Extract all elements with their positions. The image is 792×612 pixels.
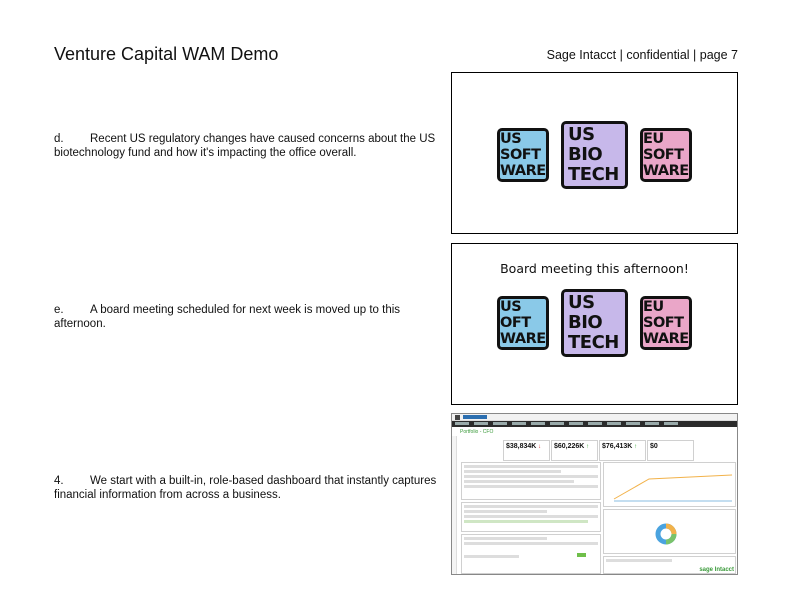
tile-line: TECH: [568, 332, 619, 353]
tile-line: US: [568, 124, 595, 145]
page-header-info: Sage Intacct | confidential | page 7: [546, 48, 738, 62]
tile-line: SOFT: [643, 147, 684, 163]
dash-sidebar: [452, 436, 457, 574]
item-d-text: Recent US regulatory changes have caused…: [54, 133, 436, 159]
board-message: Board meeting this afternoon!: [500, 261, 689, 276]
post-button[interactable]: [577, 553, 586, 557]
dash-nav: [452, 421, 737, 427]
tile-line: US: [500, 299, 522, 315]
board-panel: Board meeting this afternoon! US OFT WAR…: [451, 243, 738, 405]
kpi-card: $0: [647, 440, 694, 461]
kpi-value: $76,413K: [602, 443, 633, 450]
arrow-up-icon: ↑: [634, 444, 638, 450]
profit-loss-panel: [461, 502, 601, 532]
item-4-label: 4.: [54, 475, 64, 487]
tile-line: WARE: [643, 331, 689, 347]
arrow-up-icon: ↑: [586, 444, 590, 450]
kpi-card: $60,226K ↑: [551, 440, 598, 461]
dashboard-screenshot: Portfolio - CFO $38,834K ↓ $60,226K ↑ $7…: [451, 413, 738, 575]
tile-line: WARE: [500, 163, 546, 179]
kpi-value: $0: [650, 443, 658, 450]
page-title: Venture Capital WAM Demo: [54, 44, 279, 64]
balance-sheet-panel: [461, 462, 601, 500]
cash-flow-panel: [603, 556, 736, 574]
donut-chart-graphic: [655, 523, 677, 545]
tile-line: WARE: [500, 331, 546, 347]
kpi-card: $76,413K ↑: [599, 440, 646, 461]
arrow-down-icon: ↓: [538, 444, 542, 450]
tile-line: OFT: [500, 315, 531, 331]
tile-line: BIO: [568, 312, 603, 333]
tile-line: WARE: [643, 163, 689, 179]
item-e-label: e.: [54, 304, 64, 316]
tile-line: US: [500, 131, 522, 147]
tile-line: TECH: [568, 164, 619, 185]
tile-line: EU: [643, 299, 664, 315]
item-d-label: d.: [54, 133, 64, 145]
eu-software-tile: EU SOFT WARE: [640, 296, 692, 350]
board-tiles: US OFT WARE US BIO TECH EU SOFT WARE: [452, 289, 737, 357]
dash-pill: [463, 415, 487, 419]
app-logo-icon: [455, 414, 460, 420]
collaboration-panel: [461, 534, 601, 574]
funds-panel: US SOFT WARE US BIO TECH EU SOFT WARE: [451, 72, 738, 234]
sage-logo: sage Intacct: [699, 567, 734, 573]
us-biotech-tile: US BIO TECH: [561, 121, 628, 189]
item-e-text: A board meeting scheduled for next week …: [54, 304, 401, 330]
item-4-text: We start with a built-in, role-based das…: [54, 475, 437, 501]
dash-subtitle: Portfolio - CFO: [460, 428, 494, 435]
item-e: e.A board meeting scheduled for next wee…: [54, 303, 444, 331]
item-d: d.Recent US regulatory changes have caus…: [54, 132, 444, 160]
donut-chart-panel: [603, 509, 736, 554]
item-4: 4.We start with a built-in, role-based d…: [54, 474, 444, 502]
eu-software-tile: EU SOFT WARE: [640, 128, 692, 182]
us-software-tile: US OFT WARE: [497, 296, 549, 350]
us-biotech-tile: US BIO TECH: [561, 289, 628, 357]
kpi-value: $38,834K: [506, 443, 537, 450]
fund-tiles: US SOFT WARE US BIO TECH EU SOFT WARE: [452, 121, 737, 189]
tile-line: EU: [643, 131, 664, 147]
tile-line: US: [568, 292, 595, 313]
kpi-card: $38,834K ↓: [503, 440, 550, 461]
us-software-tile: US SOFT WARE: [497, 128, 549, 182]
tile-line: BIO: [568, 144, 603, 165]
tile-line: SOFT: [500, 147, 541, 163]
line-chart-graphic: [613, 474, 733, 502]
kpi-value: $60,226K: [554, 443, 585, 450]
tile-line: SOFT: [643, 315, 684, 331]
line-chart-panel: [603, 462, 736, 507]
dash-topbar: [452, 414, 737, 421]
